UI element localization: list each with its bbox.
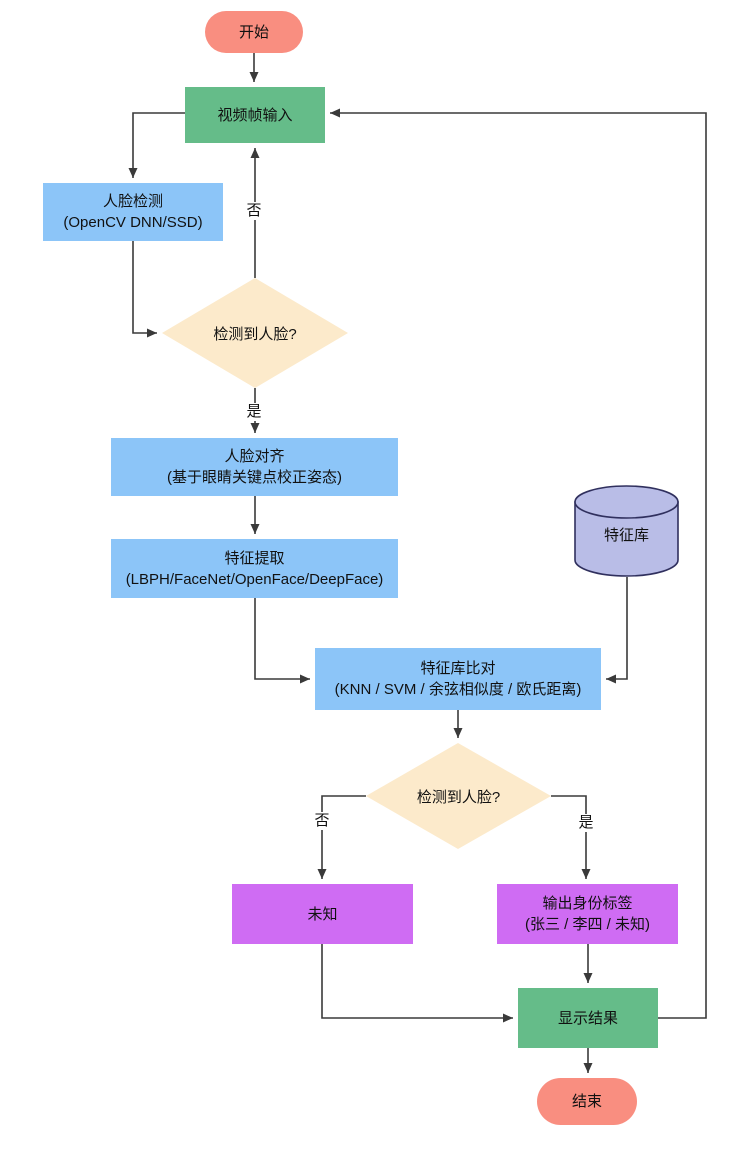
face-detection-sublabel: (OpenCV DNN/SSD) [63,214,203,231]
edge-decision2-yes [551,795,591,879]
face-detection-node: 人脸检测 (OpenCV DNN/SSD) [43,183,223,241]
start-terminator: 开始 [205,11,303,53]
edge-decision2-no [317,795,366,879]
datastore-cylinder [574,485,679,577]
decision2-diamond [366,743,551,849]
edge-label-decision2-yes: 是 [575,814,597,832]
feature-db-datastore-label: 特征库 [575,492,678,577]
feature-extraction-node: 特征提取 (LBPH/FaceNet/OpenFace/DeepFace) [111,539,398,598]
decision2-node: 检测到人脸? [366,743,551,849]
video-frame-input-label: 视频帧输入 [217,106,293,124]
feature-db-match-sublabel: (KNN / SVM / 余弦相似度 / 欧氏距离) [334,681,582,698]
output-identity-label: 输出身份标签 [542,895,633,912]
unknown-node: 未知 [232,884,413,944]
face-align-sublabel: (基于眼睛关键点校正姿态) [167,469,342,486]
output-identity-node: 输出身份标签 (张三 / 李四 / 未知) [497,884,678,944]
edge-facedetect-to-decision1 [132,241,157,338]
end-label: 结束 [571,1093,602,1110]
feature-extraction-label: 特征提取 [224,549,285,567]
decision1-node: 检测到人脸? [162,278,348,388]
start-label: 开始 [238,23,269,41]
decision1-label: 检测到人脸? [213,325,297,343]
video-frame-input-node: 视频帧输入 [185,87,325,143]
decision2-label: 检测到人脸? [416,788,501,806]
feature-db-match-node: 特征库比对 (KNN / SVM / 余弦相似度 / 欧氏距离) [315,648,601,710]
edge-result-loop-to-video [330,108,707,1019]
face-detection-label: 人脸检测 [102,193,163,210]
edge-extract-to-match [254,598,310,684]
end-terminator: 结束 [537,1078,637,1125]
edge-db-to-match [606,577,628,684]
feature-extraction-sublabel: (LBPH/FaceNet/OpenFace/DeepFace) [125,570,384,588]
unknown-label: 未知 [307,905,338,923]
decision1-diamond [162,278,348,388]
show-result-node: 显示结果 [518,988,658,1048]
edge-label-decision1-no: 否 [243,202,265,220]
output-identity-sublabel: (张三 / 李四 / 未知) [525,916,650,933]
edge-unknown-to-result [321,944,513,1023]
edge-label-decision2-no: 否 [311,812,333,830]
show-result-label: 显示结果 [557,1009,618,1027]
edge-label-decision1-yes: 是 [243,403,265,421]
face-align-label: 人脸对齐 [224,448,285,465]
face-align-node: 人脸对齐 (基于眼睛关键点校正姿态) [111,438,398,496]
feature-db-label: 特征库 [603,527,649,544]
edge-video-to-facedetect [128,112,185,178]
feature-db-match-label: 特征库比对 [420,660,496,677]
